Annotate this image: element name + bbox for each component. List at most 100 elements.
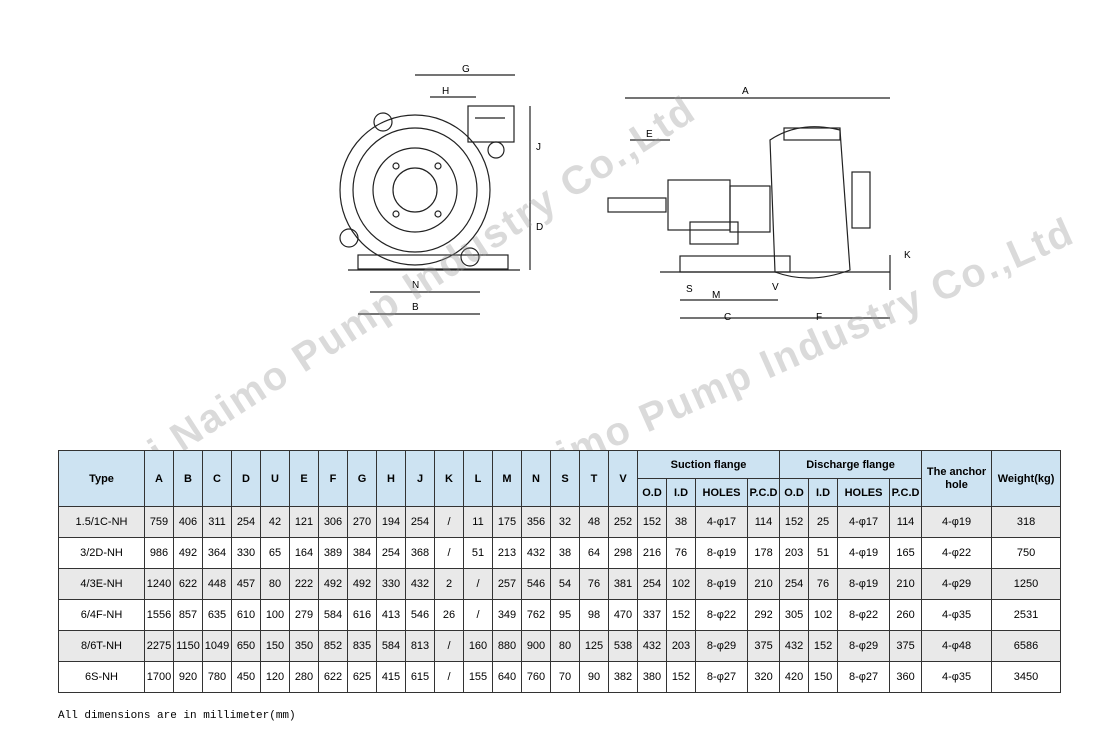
- dim-label-n: N: [412, 280, 419, 291]
- dim-header: D: [231, 450, 261, 507]
- table-cell: 25: [808, 506, 839, 538]
- table-cell: 292: [746, 599, 781, 631]
- table-cell: 114: [889, 506, 923, 538]
- table-cell: 254: [637, 568, 667, 600]
- table-cell: 90: [579, 661, 609, 693]
- table-cell: 51: [808, 537, 839, 569]
- dim-label-e: E: [646, 129, 653, 140]
- table-cell: 406: [173, 506, 203, 538]
- table-cell: 152: [637, 506, 667, 538]
- table-cell: 305: [779, 599, 810, 631]
- table-cell: 298: [608, 537, 638, 569]
- table-cell: 546: [405, 599, 435, 631]
- table-cell: 1556: [144, 599, 174, 631]
- table-cell: 150: [260, 630, 290, 662]
- table-cell: 2: [434, 568, 464, 600]
- table-cell: 11: [463, 506, 493, 538]
- table-cell: 375: [889, 630, 923, 662]
- table-cell: 8-φ22: [695, 599, 748, 631]
- table-cell: 356: [521, 506, 551, 538]
- table-cell: 8-φ27: [837, 661, 891, 693]
- type-header: Type: [58, 450, 145, 507]
- table-cell: 368: [405, 537, 435, 569]
- table-cell: 51: [463, 537, 493, 569]
- table-cell: 835: [347, 630, 377, 662]
- table-cell: 98: [579, 599, 609, 631]
- table-cell: 381: [608, 568, 638, 600]
- table-cell: 432: [521, 537, 551, 569]
- anchor-hole-header: The anchor hole: [921, 450, 993, 507]
- footnote: All dimensions are in millimeter(mm): [58, 710, 296, 722]
- front-view-drawing: [339, 74, 531, 315]
- table-cell: 100: [260, 599, 290, 631]
- table-cell: 584: [376, 630, 406, 662]
- table-cell: 42: [260, 506, 290, 538]
- table-cell: 4-φ29: [921, 568, 993, 600]
- table-cell: 813: [405, 630, 435, 662]
- table-cell: 616: [347, 599, 377, 631]
- discharge-pcd-header: P.C.D: [889, 478, 923, 507]
- dim-header: U: [260, 450, 290, 507]
- table-cell: 622: [318, 661, 348, 693]
- table-cell: 38: [666, 506, 696, 538]
- dim-header: B: [173, 450, 203, 507]
- table-cell: 546: [521, 568, 551, 600]
- table-cell: /: [434, 661, 464, 693]
- table-cell: 152: [779, 506, 810, 538]
- table-cell: 320: [746, 661, 781, 693]
- suction-holes-header: HOLES: [695, 478, 748, 507]
- table-cell: 986: [144, 537, 174, 569]
- table-cell: 432: [637, 630, 667, 662]
- table-cell: 160: [463, 630, 493, 662]
- table-cell: 880: [492, 630, 522, 662]
- table-cell: 8-φ29: [695, 630, 748, 662]
- table-cell: /: [434, 506, 464, 538]
- table-cell: 1240: [144, 568, 174, 600]
- table-cell: 4-φ22: [921, 537, 993, 569]
- table-cell: 635: [202, 599, 232, 631]
- table-cell: 470: [608, 599, 638, 631]
- table-cell: 382: [608, 661, 638, 693]
- table-cell: 65: [260, 537, 290, 569]
- dim-label-c: C: [724, 312, 731, 323]
- table-cell: /: [463, 568, 493, 600]
- table-cell: 380: [637, 661, 667, 693]
- dim-label-k: K: [904, 250, 911, 261]
- table-cell: 216: [637, 537, 667, 569]
- table-cell: 175: [492, 506, 522, 538]
- table-cell: 615: [405, 661, 435, 693]
- table-cell: 4-φ35: [921, 661, 993, 693]
- table-cell: 8-φ19: [837, 568, 891, 600]
- dim-header: S: [550, 450, 580, 507]
- table-cell: 1250: [991, 568, 1062, 600]
- table-cell: 203: [666, 630, 696, 662]
- dim-label-d: D: [536, 222, 543, 233]
- table-cell: 152: [666, 661, 696, 693]
- table-cell: 64: [579, 537, 609, 569]
- suction-od-header: O.D: [637, 478, 667, 507]
- table-cell: 257: [492, 568, 522, 600]
- table-cell: 152: [666, 599, 696, 631]
- table-cell: 337: [637, 599, 667, 631]
- table-cell: 279: [289, 599, 319, 631]
- table-cell: 270: [347, 506, 377, 538]
- dim-label-v: V: [772, 282, 779, 293]
- table-cell: 152: [808, 630, 839, 662]
- front-view-labels: G H J D N B: [412, 64, 543, 313]
- table-cell: /: [434, 630, 464, 662]
- type-cell: 4/3E-NH: [58, 568, 145, 600]
- table-cell: 213: [492, 537, 522, 569]
- table-cell: 121: [289, 506, 319, 538]
- dim-header: E: [289, 450, 319, 507]
- table-cell: 625: [347, 661, 377, 693]
- table-cell: /: [463, 599, 493, 631]
- type-cell: 1.5/1C-NH: [58, 506, 145, 538]
- table-cell: 76: [808, 568, 839, 600]
- table-cell: 2531: [991, 599, 1062, 631]
- table-cell: 457: [231, 568, 261, 600]
- table-cell: 254: [405, 506, 435, 538]
- dim-header: C: [202, 450, 232, 507]
